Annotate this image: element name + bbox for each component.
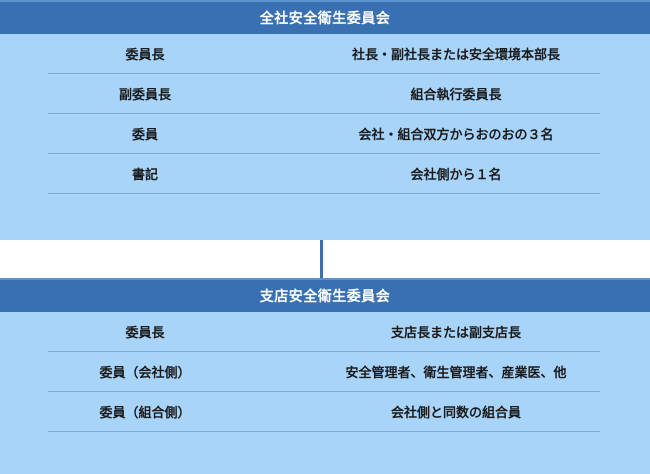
row-value: 会社・組合双方からおのおの３名	[358, 126, 554, 142]
row-label: 委員長	[125, 324, 165, 340]
row-label: 委員（会社側）	[99, 364, 191, 380]
panel-body-company-wide: 委員長 社長・副社長または安全環境本部長 副委員長 組合執行委員長 委員 会社・…	[0, 34, 650, 194]
table-row: 委員（組合側） 会社側と同数の組合員	[0, 392, 650, 432]
row-value: 安全管理者、衛生管理者、産業医、他	[345, 364, 567, 380]
row-value: 会社側と同数の組合員	[390, 404, 521, 420]
panel-body-branch: 委員長 支店長または副支店長 委員（会社側） 安全管理者、衛生管理者、産業医、他…	[0, 312, 650, 432]
row-separator	[48, 73, 600, 74]
row-separator	[48, 153, 600, 154]
row-separator	[48, 391, 600, 392]
row-value: 支店長または副支店長	[390, 324, 521, 340]
panel-branch-committee: 支店安全衛生委員会 委員長 支店長または副支店長 委員（会社側） 安全管理者、衛…	[0, 278, 650, 474]
panel-title-company-wide: 全社安全衛生委員会	[259, 10, 391, 26]
row-separator	[48, 193, 600, 194]
row-value: 会社側から１名	[410, 166, 502, 182]
panel-header-branch: 支店安全衛生委員会	[0, 278, 650, 312]
table-row: 副委員長 組合執行委員長	[0, 74, 650, 114]
table-row: 委員長 社長・副社長または安全環境本部長	[0, 34, 650, 74]
table-row: 書記 会社側から１名	[0, 154, 650, 194]
table-row: 委員（会社側） 安全管理者、衛生管理者、産業医、他	[0, 352, 650, 392]
row-label: 副委員長	[118, 86, 171, 102]
panel-title-branch: 支店安全衛生委員会	[259, 288, 391, 304]
row-value: 組合執行委員長	[410, 86, 502, 102]
panel-header-company-wide: 全社安全衛生委員会	[0, 0, 650, 34]
row-label: 委員長	[125, 46, 165, 62]
row-label: 書記	[131, 166, 158, 182]
table-row: 委員 会社・組合双方からおのおの３名	[0, 114, 650, 154]
row-separator	[48, 113, 600, 114]
row-value: 社長・副社長または安全環境本部長	[351, 46, 560, 62]
row-label: 委員	[131, 126, 158, 142]
row-separator	[48, 351, 600, 352]
table-row: 委員長 支店長または副支店長	[0, 312, 650, 352]
row-label: 委員（組合側）	[99, 404, 191, 420]
panel-company-wide-committee: 全社安全衛生委員会 委員長 社長・副社長または安全環境本部長 副委員長 組合執行…	[0, 0, 650, 240]
row-separator	[48, 431, 600, 432]
connector-line	[320, 240, 323, 278]
